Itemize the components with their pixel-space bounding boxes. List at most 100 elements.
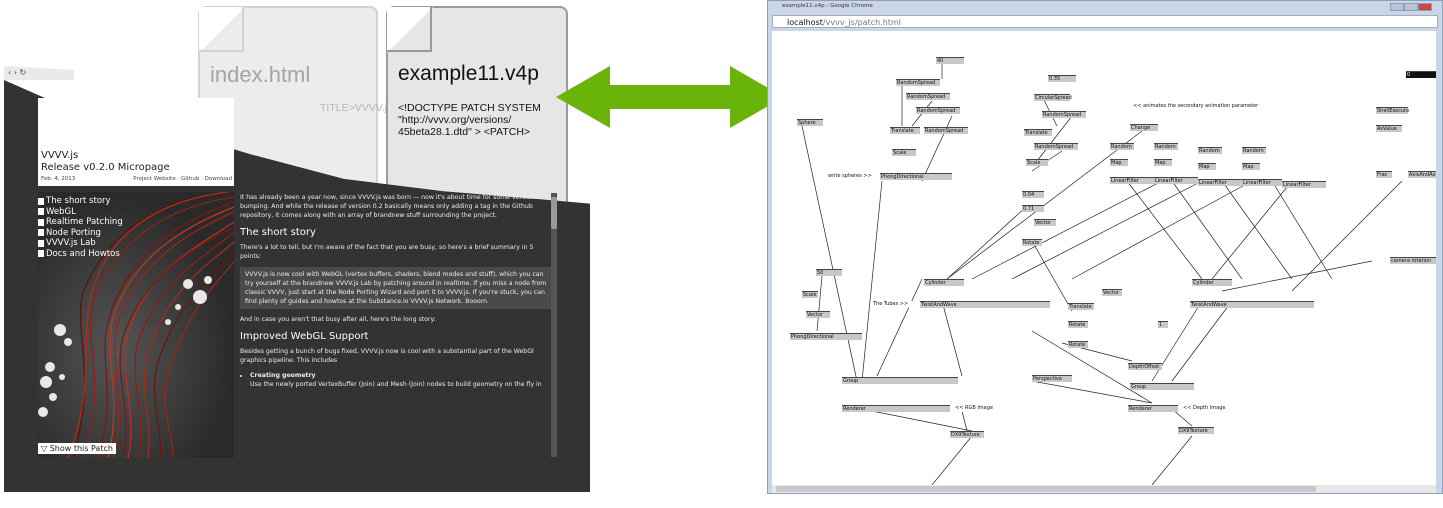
patch-node[interactable]: Renderer [1128,405,1178,412]
github-link[interactable]: Github [180,176,200,182]
patch-node[interactable]: Group [842,377,958,384]
patch-node[interactable]: Renderer [842,405,950,412]
patch-node[interactable]: Random [1242,147,1266,154]
patch-node[interactable]: Vector [806,311,830,318]
patch-node[interactable]: Frac [1376,171,1392,178]
patch-node[interactable]: Vector [1102,289,1122,296]
patch-node[interactable]: RandomSpread [906,93,950,100]
v4p-filename: example11.v4p [398,62,539,85]
patch-node[interactable]: PhongDirectional [790,333,862,340]
scrollbar-thumb[interactable] [776,486,1316,492]
patch-node[interactable]: Change [1130,124,1158,131]
bullet-icon [38,239,44,247]
patch-value[interactable]: 1 [1158,321,1168,328]
patch-node[interactable]: LinearFilter [1282,181,1326,188]
nav-item-docs[interactable]: Docs and Howtos [38,249,234,260]
patch-node[interactable]: RandomSpread [1042,111,1086,118]
patch-node[interactable]: Vector [1034,219,1056,226]
long-story-paragraph: And in case you aren't that busy after a… [240,316,436,323]
patch-node[interactable]: LinearFilter [1198,179,1242,186]
project-website-link[interactable]: Project Website [133,176,176,182]
v4p-file-icon: example11.v4p <!DOCTYPE PATCH SYSTEM "ht… [386,6,568,216]
left-browser-toolbar: ‹ › ↻ [4,66,74,80]
patch-node[interactable]: Rotate [1068,321,1088,328]
patch-node[interactable]: Map [1154,159,1172,166]
patch-node[interactable]: Map [1110,159,1128,166]
patch-node[interactable]: Random [1198,147,1222,154]
patch-node[interactable]: Translate [1068,303,1094,310]
nav-item-vvvvjs-lab[interactable]: VVVV.js Lab [38,238,234,249]
patch-node[interactable]: CircularSpread [1034,94,1072,101]
horizontal-scrollbar[interactable] [772,485,1436,493]
close-button[interactable] [1418,3,1432,11]
intro-paragraph: It has already been a year now, since VV… [240,194,535,219]
patch-node[interactable]: AsValue [1376,125,1402,132]
patch-comment: << animates the secondary animation para… [1132,103,1262,110]
patch-node[interactable]: TwistAndWave [1190,301,1314,308]
nav-item-short-story[interactable]: The short story [38,196,234,207]
patch-node[interactable]: Sphere [797,119,823,126]
patch-node[interactable]: Random [1154,143,1178,150]
patch-node[interactable]: Rotate [1022,239,1042,246]
patch-comment: << RGB Image [954,405,994,412]
summary-paragraph: There's a lot to tell, but I'm aware of … [240,244,534,260]
patch-value[interactable]: 0 [1406,71,1436,78]
bullet-icon [38,218,44,226]
feature-list: Creating geometry Use the newly ported V… [238,371,552,389]
patch-node[interactable]: Rotate [1068,341,1088,348]
tubes-render-image [38,192,234,458]
address-bar[interactable]: localhost/vvvv_js/patch.html [772,15,1438,28]
nav-item-realtime-patching[interactable]: Realtime Patching [38,217,234,228]
patch-node[interactable]: AxisAndAxis [1408,171,1436,178]
bullet-icon [38,208,44,216]
article-scrollbar[interactable] [551,193,557,457]
patch-node[interactable]: camera rotation [1390,257,1436,264]
patch-node[interactable]: RandomSpread [916,107,960,114]
micropage-nav: The short story WebGL Realtime Patching … [38,196,234,259]
patch-node[interactable]: RandomSpread [924,127,968,134]
patch-node[interactable]: Cylinder [924,279,964,286]
patch-node[interactable]: DepthOffset [1128,363,1162,370]
patch-node[interactable]: RandomSpread [896,79,940,86]
patch-node[interactable]: RandomSpread [1034,143,1078,150]
patch-editor[interactable]: RandomSpread RandomSpread RandomSpread T… [772,31,1436,485]
patch-node[interactable]: Map [1242,163,1260,170]
patch-node[interactable]: Random [1110,143,1134,150]
show-patch-button[interactable]: ▽ Show this Patch [38,443,116,454]
patch-value[interactable]: 0.35 [1048,75,1076,82]
patch-node[interactable]: PhongDirectional [880,173,952,180]
minimize-button[interactable] [1390,3,1404,11]
patch-value[interactable]: 40 [936,57,964,64]
patch-node[interactable]: LinearFilter [1242,179,1282,186]
nav-item-node-porting[interactable]: Node Porting [38,228,234,239]
patch-links [801,61,1403,485]
patch-node[interactable]: Perspective [1032,375,1072,382]
patch-node[interactable]: Cylinder [1192,279,1232,286]
maximize-button[interactable] [1404,3,1418,11]
patch-node[interactable]: Group [1130,383,1194,390]
patch-value[interactable]: 0.71 [1022,205,1044,212]
patch-node[interactable]: Map [1198,163,1216,170]
patch-node[interactable]: LinearFilter [1110,177,1154,184]
patch-value[interactable]: 50 [816,269,842,276]
page-fold-icon [387,7,433,53]
patch-value[interactable]: 0.04 [1022,191,1044,198]
patch-node[interactable]: Translate [890,127,920,134]
bullet-icon [38,229,44,237]
url-path: /vvvv_js/patch.html [822,18,901,27]
patch-node[interactable]: TwistAndWave [920,301,1050,308]
patch-node[interactable]: DX9Texture [1178,427,1214,434]
patch-node[interactable]: ShellExecute [1376,107,1410,114]
patch-node[interactable]: Scale [1026,159,1048,166]
summary-box: VVVV.js is now cool with WebGL (vertex b… [240,267,552,309]
patch-node[interactable]: Scale [892,149,916,156]
patch-node[interactable]: Scale [802,291,818,298]
scrollbar-thumb[interactable] [551,197,557,229]
patch-node[interactable]: DX9Texture [950,431,984,438]
download-link[interactable]: Download [204,176,232,182]
patch-node[interactable]: Translate [1024,129,1052,136]
patch-node[interactable]: LinearFilter [1154,177,1198,184]
left-browser-page: ‹ › ↻ VVVV.js Release v0.2.0 Micropage F… [0,0,600,508]
patch-comment: << Depth Image [1182,405,1228,412]
nav-item-webgl[interactable]: WebGL [38,207,234,218]
